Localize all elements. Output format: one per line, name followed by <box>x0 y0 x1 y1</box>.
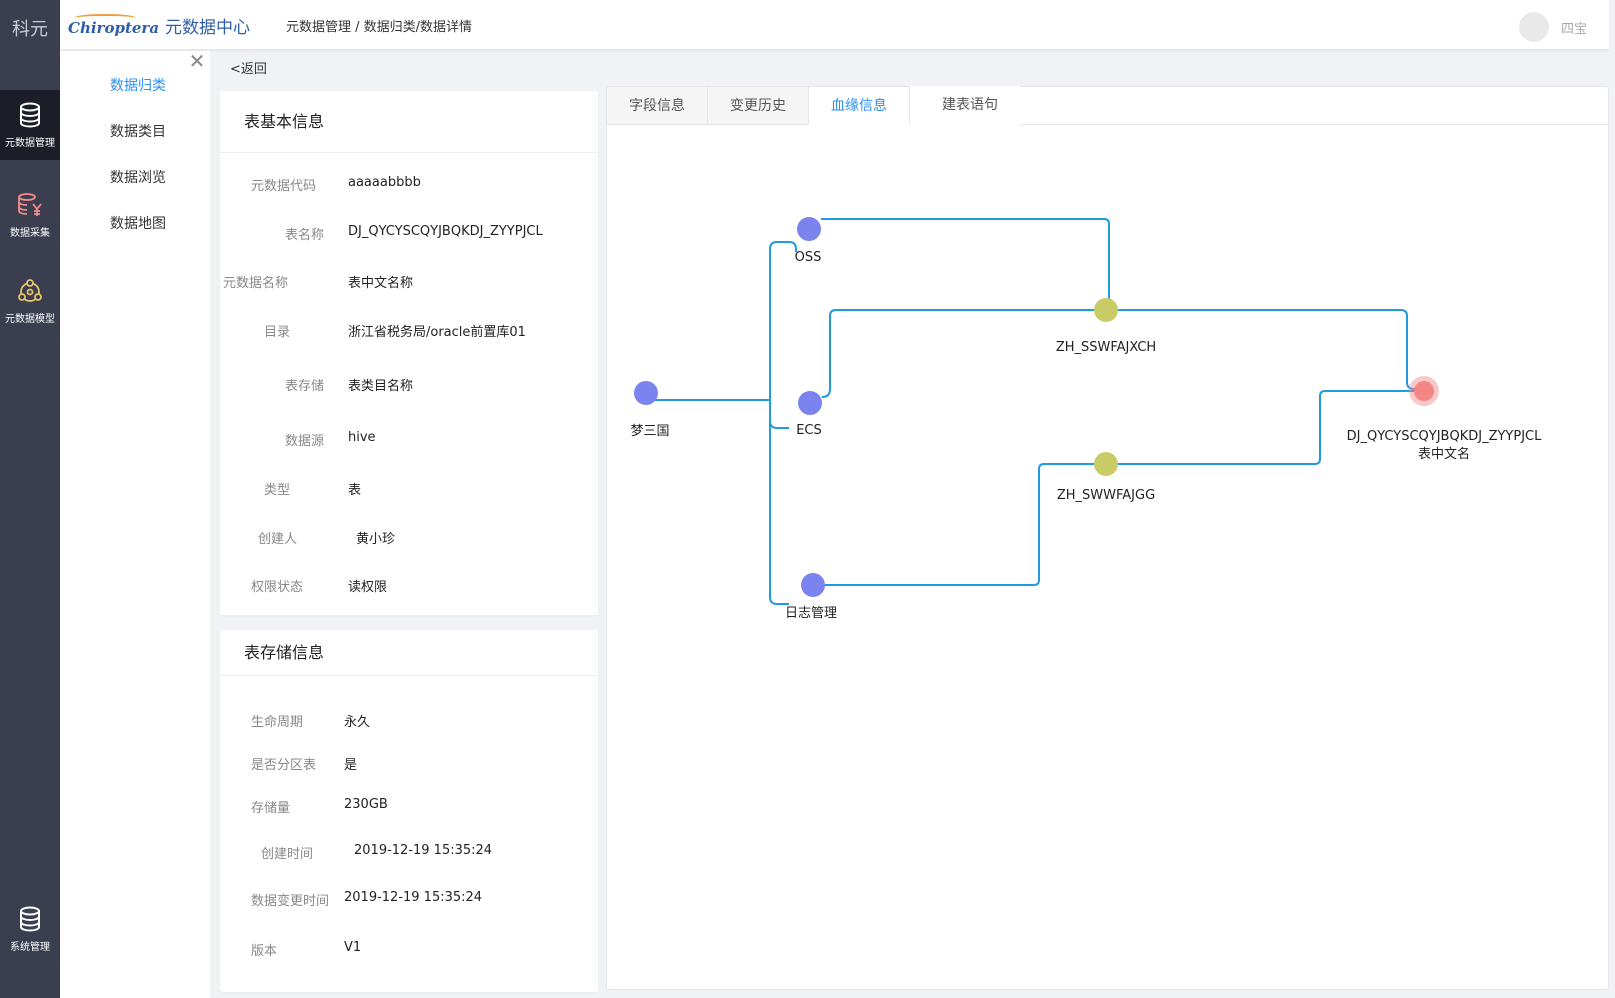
lineage-node-oss[interactable]: OSS <box>795 217 822 265</box>
field-label: 类型 <box>264 483 291 498</box>
field-label: 创建人 <box>258 532 298 547</box>
storage-info-list: 生命周期 永久 是否分区表 是 存储量 230GB 创建时间 2019-12-1… <box>220 630 598 992</box>
field-value: 表类目名称 <box>348 379 414 394</box>
node-label: DJ_QYCYSCQYJBQKDJ_ZYYPJCL <box>1347 429 1542 444</box>
lineage-graph: 梦三国 OSS ECS 日志管理 ZH_SSWFAJXCH ZH_SWWFAJG… <box>630 217 1542 621</box>
submenu-item-data-map[interactable]: 数据地图 <box>110 216 166 232</box>
edge-rizhi-swwfajgg <box>817 463 1103 586</box>
submenu-item-data-browse[interactable]: 数据浏览 <box>110 170 166 186</box>
edge-swwfajgg-target <box>1109 390 1414 465</box>
edge-sswfajxch-target <box>1109 309 1419 390</box>
left-nav-rail: 科元 元数据管理 数据采集 元数据模型 系统管理 <box>0 0 60 998</box>
field-value: 2019-12-19 15:35:24 <box>354 843 493 858</box>
database-icon <box>20 102 40 128</box>
field-value: 表 <box>348 483 362 498</box>
field-label: 元数据名称 <box>223 276 289 291</box>
field-label: 数据源 <box>284 434 324 449</box>
basic-info-list: 元数据代码 aaaaabbbb 表名称 DJ_QYCYSCQYJBQKDJ_ZY… <box>220 91 598 615</box>
node-label: ZH_SSWFAJXCH <box>1056 340 1156 355</box>
lineage-node-zh-sswfajxch[interactable]: ZH_SSWFAJXCH <box>1056 298 1156 355</box>
breadcrumb: 元数据管理 / 数据归类/数据详情 <box>286 20 473 35</box>
field-value: 永久 <box>344 715 371 730</box>
rail-item-label: 数据采集 <box>10 227 50 239</box>
node-label: 梦三国 <box>630 424 669 439</box>
logo-chinese: 元数据中心 <box>165 18 251 38</box>
field-label: 数据变更时间 <box>251 894 330 909</box>
user-name: 四宝 <box>1560 21 1587 37</box>
node-label: OSS <box>795 250 822 265</box>
field-value: 表中文名称 <box>348 276 414 291</box>
rail-item-label: 元数据管理 <box>5 137 55 149</box>
field-value: 浙江省税务局/oracle前置库01 <box>348 325 526 340</box>
card-title: 表基本信息 <box>220 91 598 153</box>
submenu-item-data-category[interactable]: 数据类目 <box>110 124 166 140</box>
tab-change-history[interactable]: 变更历史 <box>707 86 808 125</box>
lineage-node-mengsanguo[interactable]: 梦三国 <box>630 381 670 439</box>
rail-item-metadata-management[interactable]: 元数据管理 <box>0 90 60 160</box>
submenu-item-data-classification[interactable]: 数据归类 <box>110 78 166 94</box>
field-label: 表名称 <box>284 228 324 243</box>
field-label: 表存储 <box>284 379 324 394</box>
tab-bar: 字段信息 变更历史 血缘信息 建表语句 <box>606 86 1020 125</box>
rail-item-label: 系统管理 <box>10 941 50 953</box>
lineage-node-ecs[interactable]: ECS <box>796 391 822 438</box>
tab-create-statement[interactable]: 建表语句 <box>910 86 1020 125</box>
edge-ecs-sswfajxch <box>821 309 1103 398</box>
field-label: 目录 <box>264 325 291 340</box>
field-value: 是 <box>344 758 358 773</box>
node-sublabel: 表中文名 <box>1418 446 1470 462</box>
storage-info-card: 表存储信息 生命周期 永久 是否分区表 是 存储量 230GB 创建时间 201… <box>220 630 598 992</box>
basic-info-card: 表基本信息 元数据代码 aaaaabbbb 表名称 DJ_QYCYSCQYJBQ… <box>220 91 598 615</box>
field-value: hive <box>348 430 376 445</box>
lineage-node-zh-swwfajgg[interactable]: ZH_SWWFAJGG <box>1057 452 1155 503</box>
model-icon <box>18 278 42 302</box>
field-value: 读权限 <box>348 580 388 595</box>
close-icon[interactable]: ✕ <box>188 51 206 73</box>
field-label: 存储量 <box>251 801 291 816</box>
database-icon <box>20 906 40 932</box>
field-label: 是否分区表 <box>251 758 317 773</box>
field-label: 版本 <box>251 944 278 959</box>
back-link[interactable]: <返回 <box>230 62 267 77</box>
edge-oss-sswfajxch <box>821 218 1110 305</box>
rail-item-label: 元数据模型 <box>5 313 55 325</box>
user-menu[interactable]: 四宝 <box>1518 12 1587 42</box>
secondary-menu: ✕ 数据归类 数据类目 数据浏览 数据地图 <box>60 51 210 998</box>
node-label: ZH_SWWFAJGG <box>1057 488 1155 503</box>
rail-item-data-collection[interactable]: 数据采集 <box>0 180 60 250</box>
tab-field-info[interactable]: 字段信息 <box>606 86 707 125</box>
field-label: 创建时间 <box>261 847 314 862</box>
field-label: 生命周期 <box>251 715 304 730</box>
field-value: 2019-12-19 15:35:24 <box>344 890 483 905</box>
detail-panel <box>606 86 1609 990</box>
card-title: 表存储信息 <box>220 630 598 676</box>
lineage-edges <box>646 218 1419 605</box>
lineage-node-rizhi[interactable]: 日志管理 <box>785 573 837 621</box>
node-label: 日志管理 <box>785 606 837 621</box>
database-yen-icon <box>18 192 42 216</box>
edge-trunk-rizhi <box>769 400 789 605</box>
edge-trunk-ecs <box>769 400 789 429</box>
field-label: 权限状态 <box>251 580 304 595</box>
brand-logo: 科元 <box>12 19 48 40</box>
tab-lineage-info[interactable]: 血缘信息 <box>808 86 910 125</box>
field-value: V1 <box>344 940 362 955</box>
field-label: 元数据代码 <box>251 179 317 194</box>
field-value: aaaaabbbb <box>348 175 421 190</box>
top-header: Chiroptera 元数据中心 元数据管理 / 数据归类/数据详情 四宝 <box>60 0 1609 50</box>
rail-item-system-management[interactable]: 系统管理 <box>0 894 60 964</box>
node-label: ECS <box>796 423 822 438</box>
lineage-node-target[interactable]: DJ_QYCYSCQYJBQKDJ_ZYYPJCL 表中文名 <box>1347 376 1542 462</box>
field-value: 黄小珍 <box>356 532 396 547</box>
avatar[interactable] <box>1518 12 1549 42</box>
app-logo[interactable]: Chiroptera 元数据中心 <box>68 13 250 38</box>
field-value: 230GB <box>344 797 388 812</box>
logo-english: Chiroptera <box>68 14 160 37</box>
tab-divider <box>606 124 1609 125</box>
field-value: DJ_QYCYSCQYJBQKDJ_ZYYPJCL <box>348 224 543 239</box>
edge-trunk-oss <box>769 241 797 400</box>
rail-item-metadata-model[interactable]: 元数据模型 <box>0 266 60 336</box>
lineage-nodes: 梦三国 OSS ECS 日志管理 ZH_SSWFAJXCH ZH_SWWFAJG… <box>630 217 1542 621</box>
